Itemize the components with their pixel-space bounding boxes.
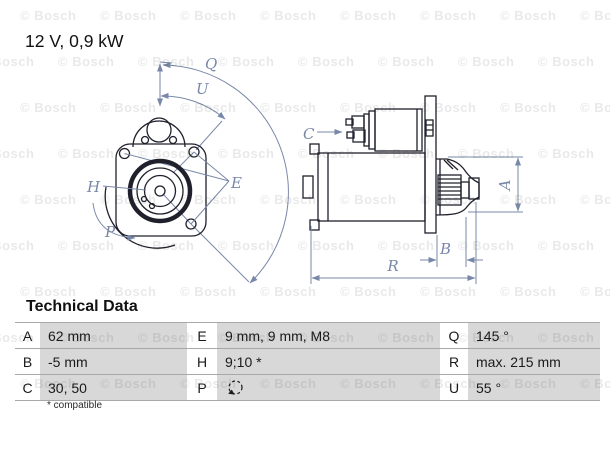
q-radial-line <box>190 223 250 283</box>
rotation-ccw-icon <box>228 379 243 395</box>
spec-value-q: 145 ° <box>468 323 600 348</box>
front-view: Q U E H P <box>86 55 289 284</box>
side-view: C A B R <box>302 95 523 284</box>
table-row: C 30, 50 P U 55 ° <box>15 374 600 400</box>
spec-value-b: -5 mm <box>40 349 187 374</box>
hub-to-hole-line <box>162 193 192 225</box>
flange-bolt-holes <box>118 146 200 230</box>
spec-key-a: A <box>15 323 40 348</box>
spec-key-p: P <box>187 375 217 400</box>
label-e: E <box>230 174 242 192</box>
footnote: * compatible <box>47 400 103 411</box>
solenoid <box>345 108 434 152</box>
label-p: P <box>104 223 116 241</box>
q-angle-arc <box>162 62 289 284</box>
spec-value-h: 9;10 * <box>217 349 440 374</box>
label-r: R <box>386 257 398 275</box>
motor-body <box>302 143 426 231</box>
spec-key-u: U <box>440 375 468 400</box>
spec-key-q: Q <box>440 323 468 348</box>
spec-value-a: 62 mm <box>40 323 187 348</box>
product-spec-title: 12 V, 0,9 kW <box>25 31 124 51</box>
housing-arc <box>104 186 176 249</box>
table-row: A 62 mm E 9 mm, 9 mm, M8 Q 145 ° <box>15 322 600 348</box>
spec-key-r: R <box>440 349 468 374</box>
h-leader-line <box>102 185 147 191</box>
spec-value-e: 9 mm, 9 mm, M8 <box>217 323 440 348</box>
label-u: U <box>196 80 210 98</box>
r-dimension <box>310 202 477 284</box>
u-radial-line <box>195 120 223 151</box>
mounting-ear <box>132 117 186 148</box>
spec-key-b: B <box>15 349 40 374</box>
spec-key-e: E <box>187 323 217 348</box>
table-row: B -5 mm H 9;10 * R max. 215 mm <box>15 348 600 374</box>
technical-data-table: A 62 mm E 9 mm, 9 mm, M8 Q 145 ° B -5 mm… <box>15 322 600 401</box>
p-rotation-arrow <box>92 202 136 241</box>
b-dimension <box>420 217 483 267</box>
label-c: C <box>303 125 315 143</box>
vertical-reference-dimension <box>157 61 173 107</box>
spec-value-u: 55 ° <box>468 375 600 400</box>
drive-end <box>435 158 480 216</box>
spec-value-p-rotation <box>217 375 440 400</box>
mounting-flange <box>115 143 207 237</box>
shaft-circles <box>127 158 193 224</box>
spec-key-c: C <box>15 375 40 400</box>
label-b: B <box>439 240 451 258</box>
u-angle-arc <box>160 92 226 120</box>
label-a: A <box>496 179 514 192</box>
spec-value-c: 30, 50 <box>40 375 187 400</box>
label-q: Q <box>205 55 217 73</box>
spec-value-r: max. 215 mm <box>468 349 600 374</box>
a-dimension <box>448 156 523 213</box>
technical-data-heading: Technical Data <box>26 298 138 315</box>
spec-key-h: H <box>187 349 217 374</box>
label-h: H <box>86 178 101 196</box>
flange-plate <box>424 95 437 234</box>
